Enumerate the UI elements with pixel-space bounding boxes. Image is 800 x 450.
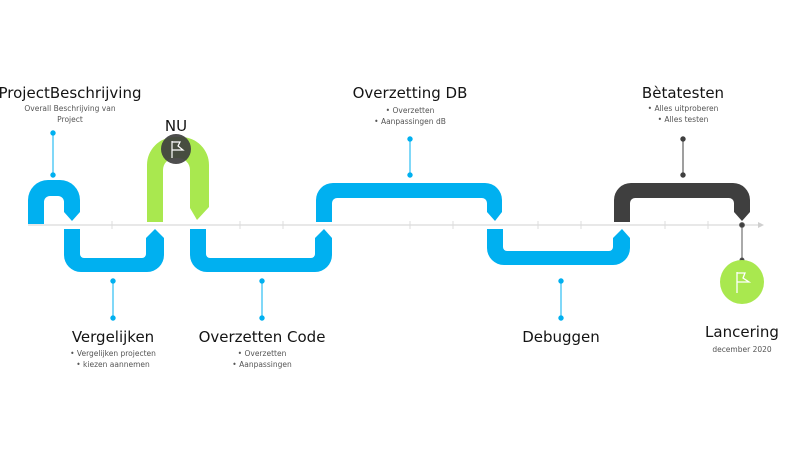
segment-debuggen bbox=[487, 229, 630, 265]
connector-debuggen bbox=[558, 278, 564, 321]
milestone-title: NU bbox=[164, 117, 188, 135]
segment-overzetting-db bbox=[316, 183, 502, 222]
connector-betatesten bbox=[680, 136, 686, 178]
milestone-bullet: kiezen aannemen bbox=[70, 359, 156, 370]
axis-ticks bbox=[111, 221, 709, 229]
milestone-title: ProjectBeschrijving bbox=[0, 84, 142, 102]
milestone-title: Debuggen bbox=[522, 328, 600, 346]
flag-icon bbox=[736, 272, 752, 293]
milestone-title: Bètatesten bbox=[641, 84, 725, 102]
milestone-betatesten: Bètatesten Alles uitproberen Alles teste… bbox=[642, 84, 724, 125]
milestone-title: Overzetting DB bbox=[352, 84, 468, 102]
milestone-vergelijken: Vergelijken Vergelijken projecten kiezen… bbox=[70, 328, 156, 370]
segment-vergelijken bbox=[64, 229, 164, 272]
milestone-bullet: Aanpassingen dB bbox=[353, 116, 468, 127]
connector-overzetting-db bbox=[407, 136, 413, 178]
nu-flag-badge bbox=[161, 134, 191, 164]
milestone-subtitle: Overall Beschrijving van Project bbox=[24, 104, 116, 124]
connector-overzetten-code bbox=[259, 278, 265, 321]
segment-overzetten-code bbox=[190, 229, 332, 272]
connector-lancering bbox=[739, 222, 745, 263]
milestone-nu: NU bbox=[165, 117, 187, 135]
milestone-overzetten-code: Overzetten Code Overzetten Aanpassingen bbox=[199, 328, 326, 370]
connector-vergelijken bbox=[110, 278, 116, 321]
milestone-overzetting-db: Overzetting DB Overzetten Aanpassingen d… bbox=[353, 84, 468, 127]
segment-nu bbox=[147, 137, 209, 222]
milestone-projectbeschrijving: ProjectBeschrijving Overall Beschrijving… bbox=[0, 84, 141, 125]
milestone-bullet: Overzetten bbox=[353, 105, 468, 116]
milestone-bullet: Overzetten bbox=[199, 348, 326, 359]
segment-projectbeschrijving bbox=[28, 180, 80, 224]
milestone-bullet: Alles testen bbox=[642, 114, 724, 125]
flag-icon bbox=[171, 141, 185, 158]
segment-betatesten bbox=[614, 183, 750, 222]
milestone-bullet: Aanpassingen bbox=[199, 359, 326, 370]
milestone-subtitle: december 2020 bbox=[712, 345, 772, 354]
connector-projectbeschrijving bbox=[50, 130, 56, 178]
milestone-debuggen: Debuggen bbox=[522, 328, 600, 346]
milestone-bullet: Vergelijken projecten bbox=[70, 348, 156, 359]
milestone-bullet: Alles uitproberen bbox=[642, 103, 724, 114]
milestone-lancering: Lancering december 2020 bbox=[705, 323, 779, 355]
axis-arrow-icon bbox=[758, 222, 764, 228]
milestone-title: Overzetten Code bbox=[198, 328, 326, 346]
milestone-title: Lancering bbox=[705, 323, 779, 341]
milestone-title: Vergelijken bbox=[71, 328, 155, 346]
lancering-flag-badge bbox=[720, 260, 764, 304]
